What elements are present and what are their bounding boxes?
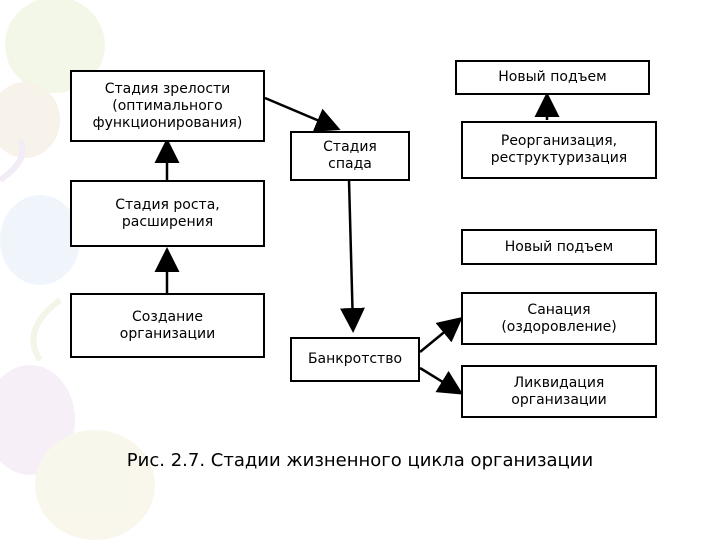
arrow-decline-to-bankruptcy bbox=[339, 179, 365, 333]
arrow-bankruptcy-to-liquidation bbox=[419, 366, 464, 395]
arrow-bankruptcy-to-sanation bbox=[419, 316, 463, 353]
box-reorganization: Реорганизация, реструктуризация bbox=[461, 121, 657, 179]
box-bankruptcy: Банкротство bbox=[290, 337, 420, 382]
arrow-maturity-to-decline bbox=[264, 96, 341, 132]
box-creation: Создание организации bbox=[70, 293, 265, 358]
box-liquidation: Ликвидация организации bbox=[461, 365, 657, 418]
box-growth-stage: Стадия роста, расширения bbox=[70, 180, 265, 247]
box-decline-stage: Стадия спада bbox=[290, 131, 410, 181]
box-sanation: Санация (оздоровление) bbox=[461, 292, 657, 345]
box-maturity-stage: Стадия зрелости (оптимального функционир… bbox=[70, 70, 265, 142]
balloon-decoration bbox=[0, 0, 155, 540]
figure-caption: Рис. 2.7. Стадии жизненного цикла органи… bbox=[126, 450, 594, 471]
box-new-rise-top: Новый подъем bbox=[455, 60, 650, 95]
box-new-rise-mid: Новый подъем bbox=[461, 229, 657, 265]
